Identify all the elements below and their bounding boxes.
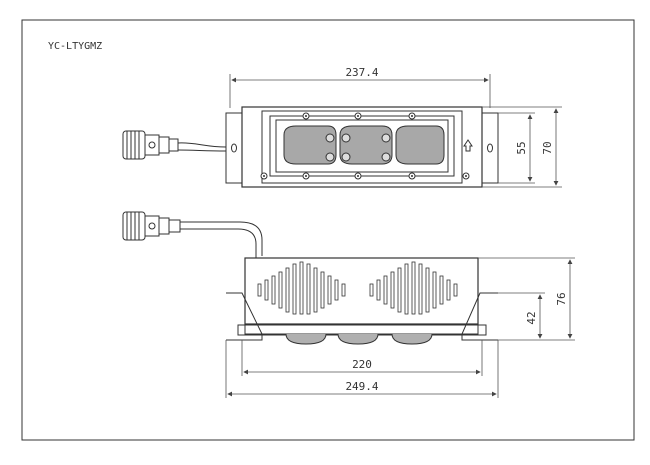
dim-lower-height-label: 42 <box>525 311 538 324</box>
side-cable <box>180 221 263 256</box>
top-view <box>122 106 499 188</box>
dim-top-width: 237.4 <box>229 66 491 108</box>
side-lens-array <box>285 333 433 345</box>
side-view <box>122 211 498 345</box>
dim-inner-width: 220 <box>241 340 483 376</box>
side-bracket-left <box>226 292 263 341</box>
top-connector-plug <box>122 130 179 160</box>
dim-total-height: 76 <box>478 257 575 341</box>
dim-outer-width-label: 249.4 <box>345 380 378 393</box>
dim-inner-height: 55 <box>498 112 535 184</box>
dim-outer-height-label: 70 <box>541 141 554 154</box>
side-housing <box>244 257 479 325</box>
top-cable <box>177 142 227 148</box>
top-lens-array <box>283 125 445 165</box>
side-connector-plug <box>122 211 181 241</box>
side-bracket-right <box>461 292 498 341</box>
dim-lower-height: 42 <box>498 292 545 339</box>
dim-inner-height-label: 55 <box>515 141 528 154</box>
left-mount-hole <box>231 143 237 153</box>
dim-inner-width-label: 220 <box>352 358 372 371</box>
dim-top-width-label: 237.4 <box>345 66 378 79</box>
dim-total-height-label: 76 <box>555 292 568 305</box>
right-mount-hole <box>487 143 493 153</box>
dim-outer-width: 249.4 <box>225 340 499 398</box>
top-screws <box>260 112 470 180</box>
cooling-fins-right <box>369 261 458 315</box>
drawing-border <box>21 19 635 441</box>
up-arrow-icon <box>463 139 473 152</box>
dim-outer-height: 70 <box>482 106 562 188</box>
cooling-fins-left <box>257 261 346 315</box>
model-title: YC-LTYGMZ <box>48 41 102 52</box>
